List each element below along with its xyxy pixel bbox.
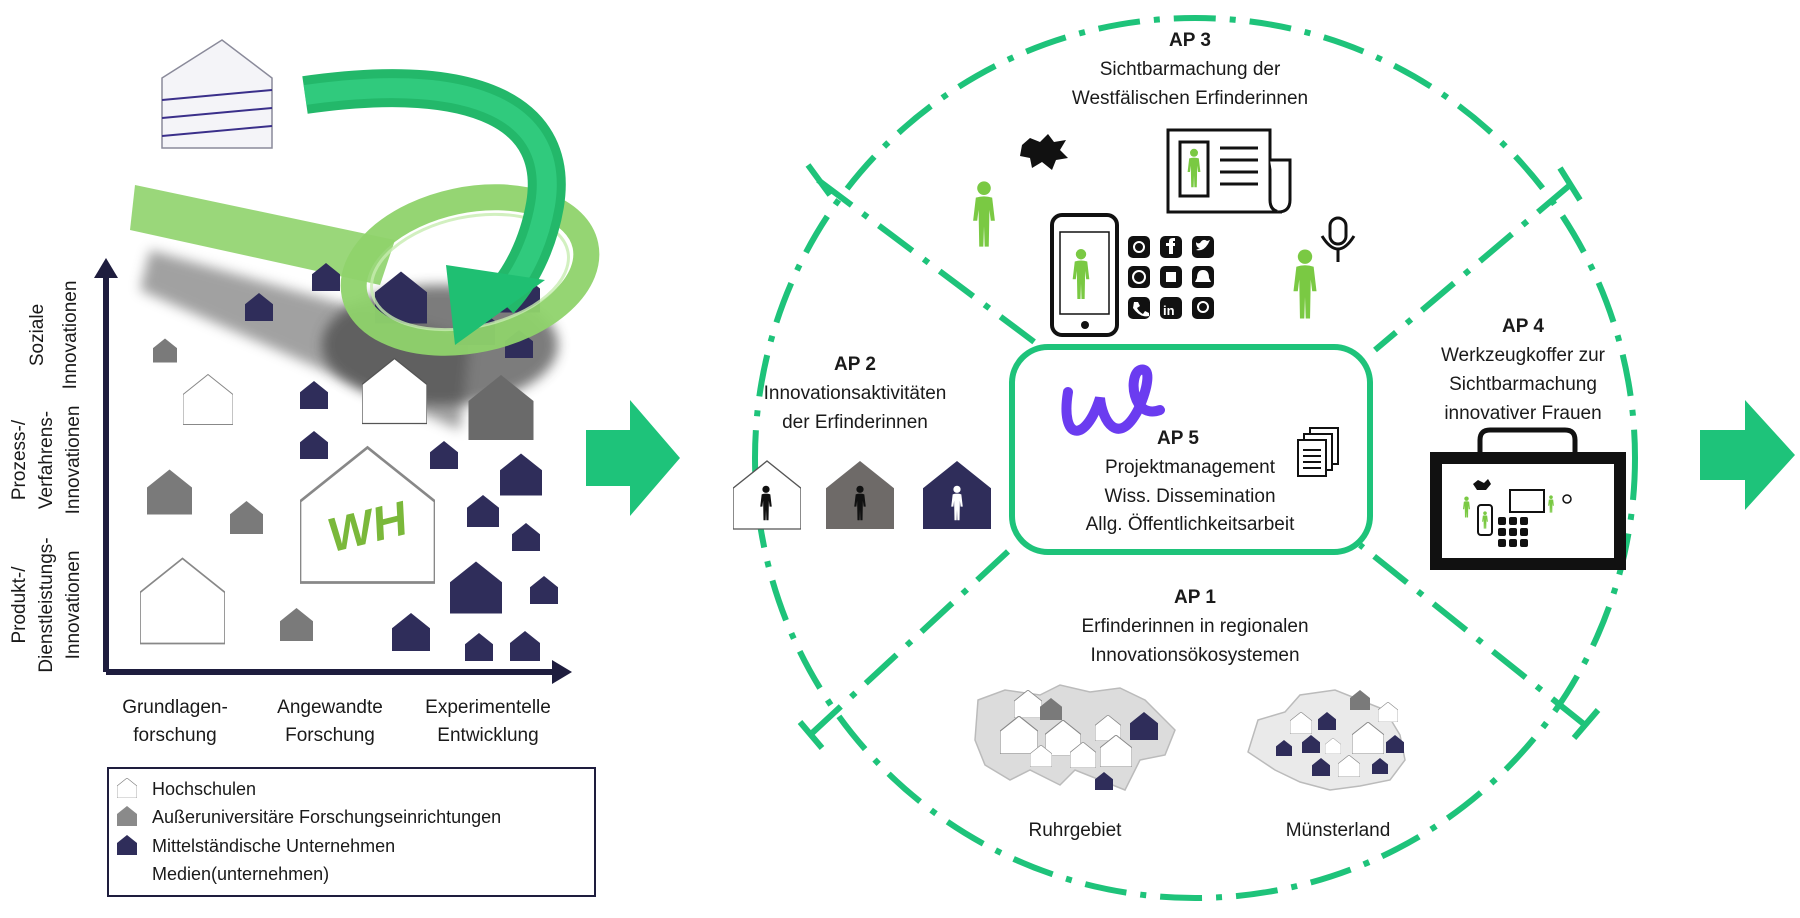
ap3-title: AP 3 <box>1169 30 1211 51</box>
svg-text:Innovationen: Innovationen <box>60 281 81 390</box>
house-gray-icon <box>153 338 177 363</box>
ap1-title: AP 1 <box>1174 587 1216 608</box>
ap4-line: Werkzeugkoffer zur <box>1441 345 1606 366</box>
toolbox-icon <box>1430 427 1626 570</box>
ap3-line: Sichtbarmachung der <box>1100 59 1281 80</box>
document-house-icon <box>161 39 273 149</box>
muensterland-map <box>1247 689 1406 791</box>
newspaper-icon <box>1166 128 1292 214</box>
house-navy-icon <box>467 495 499 527</box>
ap5-title: AP 5 <box>1157 428 1199 449</box>
ruhrgebiet-map <box>974 684 1176 791</box>
svg-text:in: in <box>1163 303 1175 318</box>
x-category-experimental-development: Experimentelle Entwicklung <box>425 697 551 746</box>
woman-icon <box>1293 249 1317 319</box>
ap2-title: AP 2 <box>834 354 876 375</box>
house-navy-icon <box>392 613 430 651</box>
speech-bubble-icon <box>1020 134 1068 170</box>
svg-text:forschung: forschung <box>133 725 216 746</box>
curved-arrow-icon <box>302 69 566 345</box>
legend-label: Außeruniversitäre Forschungseinrichtunge… <box>152 807 501 827</box>
pinterest-icon <box>1192 297 1214 319</box>
svg-text:Innovationen: Innovationen <box>63 551 84 660</box>
legend-label: Hochschulen <box>152 779 256 799</box>
linkedin-icon <box>1160 297 1182 319</box>
house-gray-icon <box>147 469 192 515</box>
house-navy-icon <box>450 561 502 614</box>
flow-arrow-left <box>586 400 680 516</box>
whatsapp-icon <box>1128 266 1150 288</box>
ap2-line: der Erfinderinnen <box>782 412 928 433</box>
svg-text:Prozess-/: Prozess-/ <box>9 419 30 500</box>
svg-text:Dienstleistungs-: Dienstleistungs- <box>36 537 57 672</box>
documents-icon <box>1297 427 1339 477</box>
house-navy-icon <box>512 523 540 551</box>
legend-label: Medien(unternehmen) <box>152 864 329 884</box>
chart-axes <box>94 258 572 684</box>
svg-text:Produkt-/: Produkt-/ <box>9 566 30 644</box>
ap5-line: Allg. Öffentlichkeitsarbeit <box>1086 514 1295 535</box>
house-gray-icon <box>280 608 313 641</box>
magnifier-ring <box>340 184 600 356</box>
instagram-icon <box>1128 236 1150 258</box>
woman-icon <box>973 181 995 247</box>
ap4-title: AP 4 <box>1502 316 1544 337</box>
svg-text:Grundlagen-: Grundlagen- <box>122 697 228 718</box>
svg-text:Angewandte: Angewandte <box>277 697 383 718</box>
house-outline-icon <box>140 557 225 645</box>
social-media-icons: in <box>1128 236 1214 319</box>
svg-text:Entwicklung: Entwicklung <box>437 725 538 746</box>
region-label: Ruhrgebiet <box>1029 820 1123 841</box>
svg-text:Experimentelle: Experimentelle <box>425 697 551 718</box>
house-navy-icon <box>300 431 328 459</box>
ap3-line: Westfälischen Erfinderinnen <box>1072 88 1308 109</box>
svg-text:Innovationen: Innovationen <box>63 406 84 515</box>
y-category-social: Soziale Innovationen <box>27 281 81 390</box>
x-category-basic-research: Grundlagen- forschung <box>122 697 228 746</box>
svg-text:Soziale: Soziale <box>27 304 48 366</box>
legend: Hochschulen Außeruniversitäre Forschungs… <box>107 767 596 897</box>
ap2-line: Innovationsaktivitäten <box>764 383 947 404</box>
ap5-line: Wiss. Dissemination <box>1104 486 1275 507</box>
house-navy-icon <box>500 453 542 496</box>
left-panel: Soziale Innovationen Prozess-/ Verfahren… <box>9 39 600 746</box>
svg-text:Forschung: Forschung <box>285 725 375 746</box>
y-category-process: Prozess-/ Verfahrens- Innovationen <box>9 406 84 515</box>
ap5-line: Projektmanagement <box>1105 457 1276 478</box>
house-navy-icon <box>510 631 540 661</box>
y-category-product: Produkt-/ Dienstleistungs- Innovationen <box>9 537 84 672</box>
house-outline-icon <box>183 373 233 426</box>
project-circle <box>752 15 1638 901</box>
divider-caps <box>797 163 1601 750</box>
squiggle-logo <box>1061 364 1165 436</box>
flow-arrow-right <box>1700 400 1795 510</box>
svg-text:Verfahrens-: Verfahrens- <box>36 411 57 509</box>
house-navy-icon <box>430 441 458 469</box>
ap1-line: Innovationsökosystemen <box>1090 645 1299 666</box>
ap1-line: Erfinderinnen in regionalen <box>1081 616 1308 637</box>
x-category-applied-research: Angewandte Forschung <box>277 697 383 746</box>
legend-label: Mittelständische Unternehmen <box>152 836 395 856</box>
region-label: Münsterland <box>1286 820 1391 841</box>
house-navy-icon <box>465 633 493 661</box>
microphone-icon <box>1320 216 1356 262</box>
ap4-line: Sichtbarmachung <box>1449 374 1597 395</box>
ap4-line: innovativer Frauen <box>1444 403 1601 424</box>
house-navy-icon <box>530 576 558 604</box>
house-navy-icon <box>300 381 328 409</box>
house-gray-icon <box>230 501 263 534</box>
